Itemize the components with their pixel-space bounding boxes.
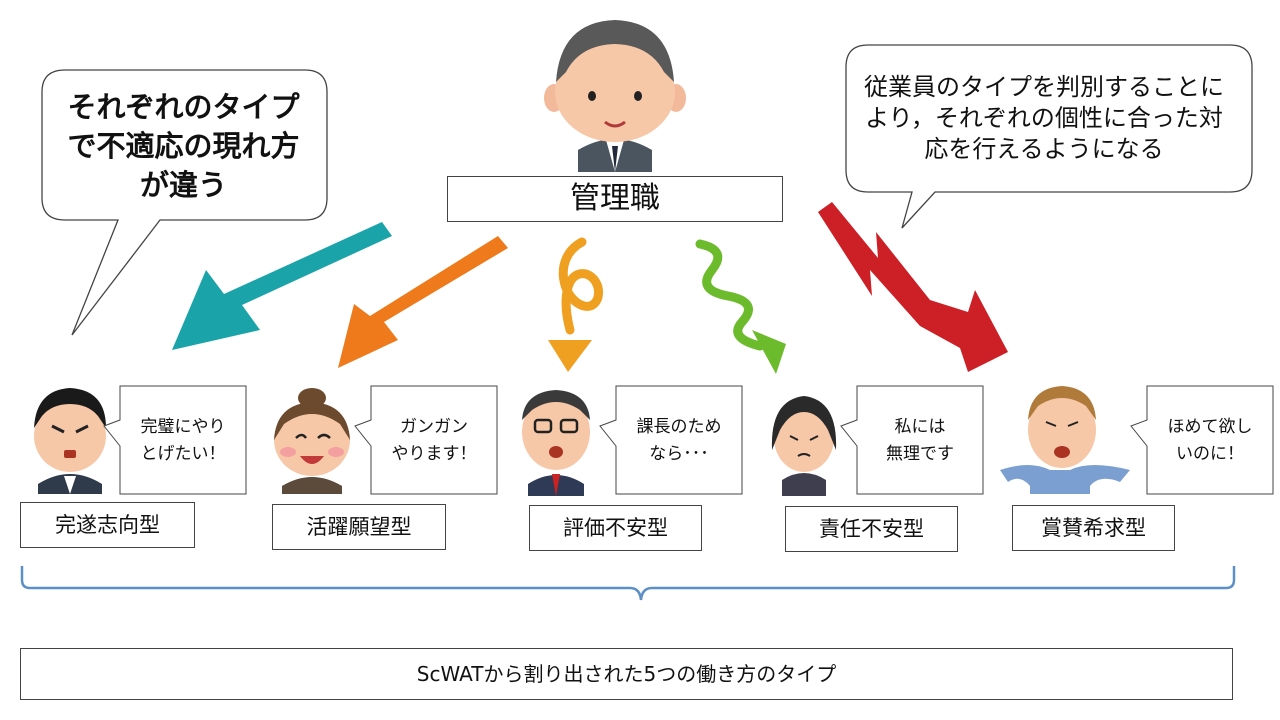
manager-illustration: [544, 20, 686, 172]
person-kansui: [34, 388, 106, 494]
speech-bubble-5: [1130, 385, 1274, 495]
manager-label: 管理職: [447, 176, 783, 222]
person-sekinin: [771, 396, 837, 496]
person-shousan: [1000, 386, 1130, 494]
type-label-2: 活躍願望型: [272, 504, 446, 550]
arrow-orange: [338, 236, 508, 368]
type-label-3: 評価不安型: [529, 505, 702, 551]
left-bubble-text: それぞれのタイプ で不適応の現れ方 が違う: [67, 90, 300, 202]
speech-text-2: ガンガン やります！: [391, 417, 477, 464]
speech-bubble-2: [354, 385, 498, 495]
speech-text-1: 完璧にやり とげたい！: [140, 417, 226, 464]
speech-bubble-3: [599, 385, 743, 495]
arrow-yellow-curl: [558, 237, 603, 335]
bracket-brace: [20, 566, 1236, 601]
person-katsuyaku: [274, 388, 350, 494]
speech-text-4: 私には 無理です: [886, 417, 954, 464]
arrow-green-wave: [695, 239, 765, 351]
speech-text-5: ほめて欲し いのに！: [1167, 417, 1253, 464]
speech-bubble-1: [103, 385, 247, 495]
person-hyouka: [522, 390, 590, 496]
left-speech-bubble: [41, 69, 328, 336]
speech-bubble-4: [840, 385, 984, 495]
footer-caption: ScWATから割り出された5つの働き方のタイプ: [20, 648, 1233, 700]
right-speech-bubble: [845, 44, 1253, 229]
arrow-red-zigzag: [818, 202, 1008, 372]
type-label-5: 賞賛希求型: [1012, 505, 1175, 551]
arrow-teal: [172, 222, 392, 350]
speech-text-3: 課長のため なら･･･: [636, 417, 722, 464]
type-label-4: 責任不安型: [785, 506, 958, 552]
type-label-1: 完遂志向型: [20, 502, 195, 548]
right-bubble-text: 従業員のタイプを判別することに より，それぞれの個性に合った対 応を行えるように…: [864, 73, 1224, 163]
arrow-yellow-head: [548, 340, 592, 372]
arrow-green-head: [752, 330, 786, 374]
